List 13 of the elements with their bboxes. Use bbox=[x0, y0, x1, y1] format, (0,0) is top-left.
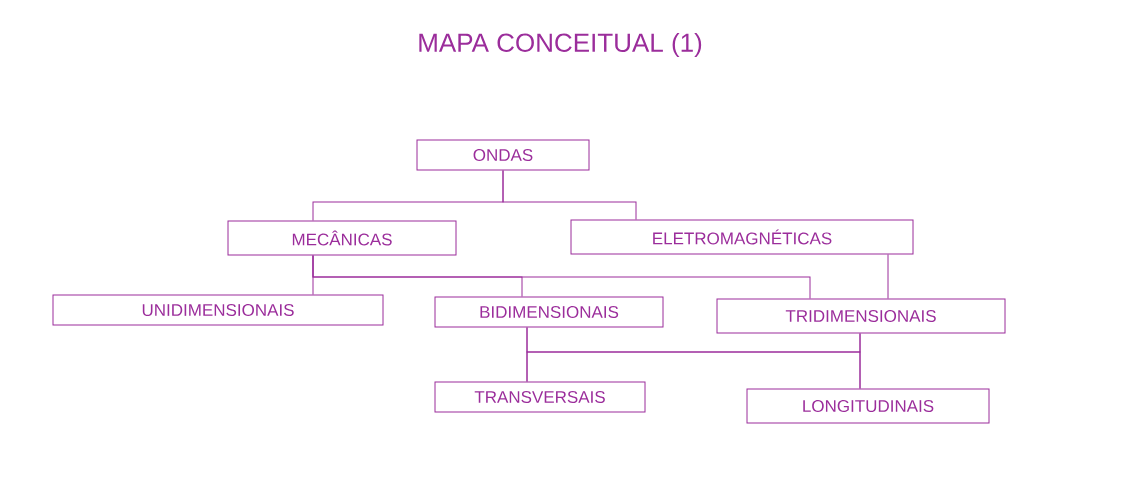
connector-line bbox=[887, 254, 889, 299]
connector-line bbox=[312, 255, 811, 299]
concept-box: MECÂNICAS bbox=[227, 220, 457, 256]
concept-box: UNIDIMENSIONAIS bbox=[52, 294, 384, 326]
concept-box: TRIDIMENSIONAIS bbox=[716, 298, 1006, 334]
title: MAPA CONCEITUAL (1) bbox=[419, 32, 702, 58]
connector-line bbox=[502, 170, 637, 220]
concept-box: BIDIMENSIONAIS bbox=[434, 296, 664, 328]
concept-box: ELETROMAGNÉTICAS bbox=[570, 219, 914, 255]
concept-box: ONDAS bbox=[416, 139, 590, 171]
concept-box: TRANSVERSAIS bbox=[434, 381, 646, 413]
concept-box: LONGITUDINAIS bbox=[746, 388, 990, 424]
connector-line bbox=[859, 333, 861, 389]
